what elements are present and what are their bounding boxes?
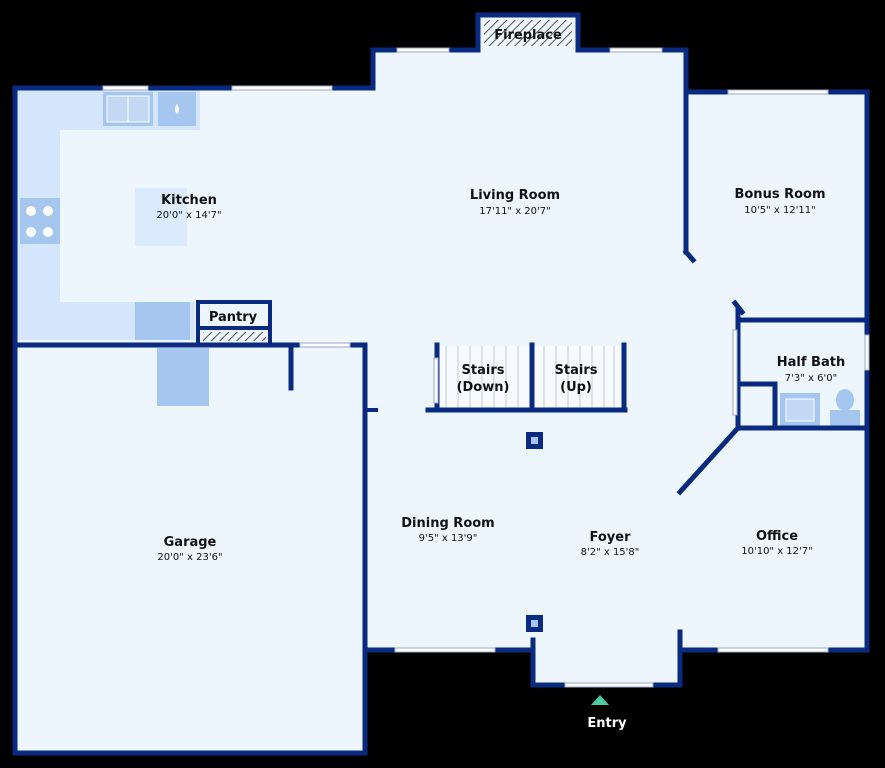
kitchen-dims: 20'0" x 14'7" — [156, 210, 221, 221]
pantry-label: Pantry — [209, 310, 258, 325]
entry-label: Entry — [587, 716, 627, 731]
refrigerator — [135, 302, 190, 340]
living-room-dims: 17'11" x 20'7" — [479, 206, 551, 217]
windows — [102, 47, 870, 688]
stairs-up-label-line1: Stairs — [555, 363, 598, 378]
bonus-room-dims: 10'5" x 12'11" — [744, 205, 816, 216]
garage-fixture — [157, 348, 209, 406]
foyer-label: Foyer — [590, 530, 632, 545]
stove — [20, 198, 60, 244]
half-bath-dims: 7'3" x 6'0" — [785, 373, 837, 384]
living-room-label: Living Room — [470, 188, 560, 203]
foyer-dims: 8'2" x 15'8" — [581, 547, 640, 558]
entry-arrow-icon — [591, 695, 609, 705]
pantry-shelf — [203, 332, 266, 341]
dining-room-label: Dining Room — [401, 516, 494, 531]
kitchen-label: Kitchen — [161, 193, 217, 208]
office-dims: 10'10" x 12'7" — [741, 546, 813, 557]
stairs-up-label-line2: (Up) — [560, 380, 592, 395]
stairs-down-label-line2: (Down) — [457, 380, 510, 395]
office-label: Office — [756, 529, 798, 544]
fireplace-label: Fireplace — [494, 28, 562, 43]
garage-label: Garage — [164, 535, 217, 550]
fireplace-hearth — [484, 20, 572, 46]
stairs-up — [534, 346, 622, 408]
dining-room-dims: 9'5" x 13'9" — [419, 533, 478, 544]
bonus-room-label: Bonus Room — [734, 187, 825, 202]
half-bath-fixtures — [780, 389, 860, 427]
stairs-down — [438, 346, 530, 408]
garage-dims: 20'0" x 23'6" — [157, 552, 222, 563]
kitchen-sink — [103, 92, 153, 126]
stairs-down-label-line1: Stairs — [462, 363, 505, 378]
dishwasher — [158, 92, 196, 126]
half-bath-label: Half Bath — [777, 355, 845, 370]
